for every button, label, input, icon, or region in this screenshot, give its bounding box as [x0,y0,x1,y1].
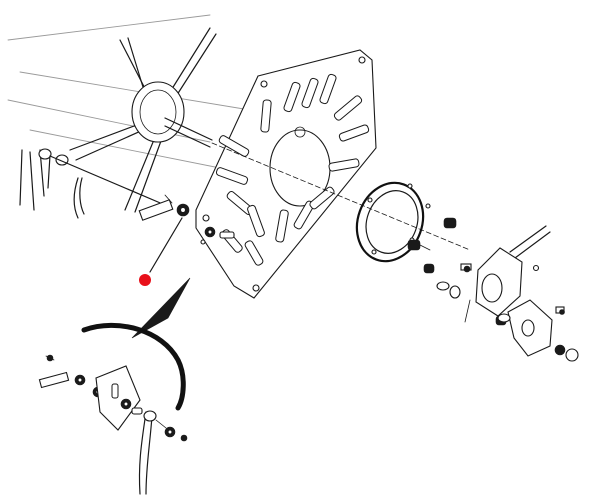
lever-arm [464,225,579,362]
plate-slots [215,73,370,266]
hardware-stack-right [407,203,472,299]
reel-spoke-assembly [7,14,251,221]
pointer-arrow-icon [131,277,191,339]
callout-pointer [131,217,191,339]
detail-inset [38,322,188,495]
mounting-plate [195,49,471,299]
red-marker-dot[interactable] [139,274,151,286]
plate-hardware [200,226,235,245]
gasket-ring [355,181,425,263]
nut-icon [443,217,457,229]
